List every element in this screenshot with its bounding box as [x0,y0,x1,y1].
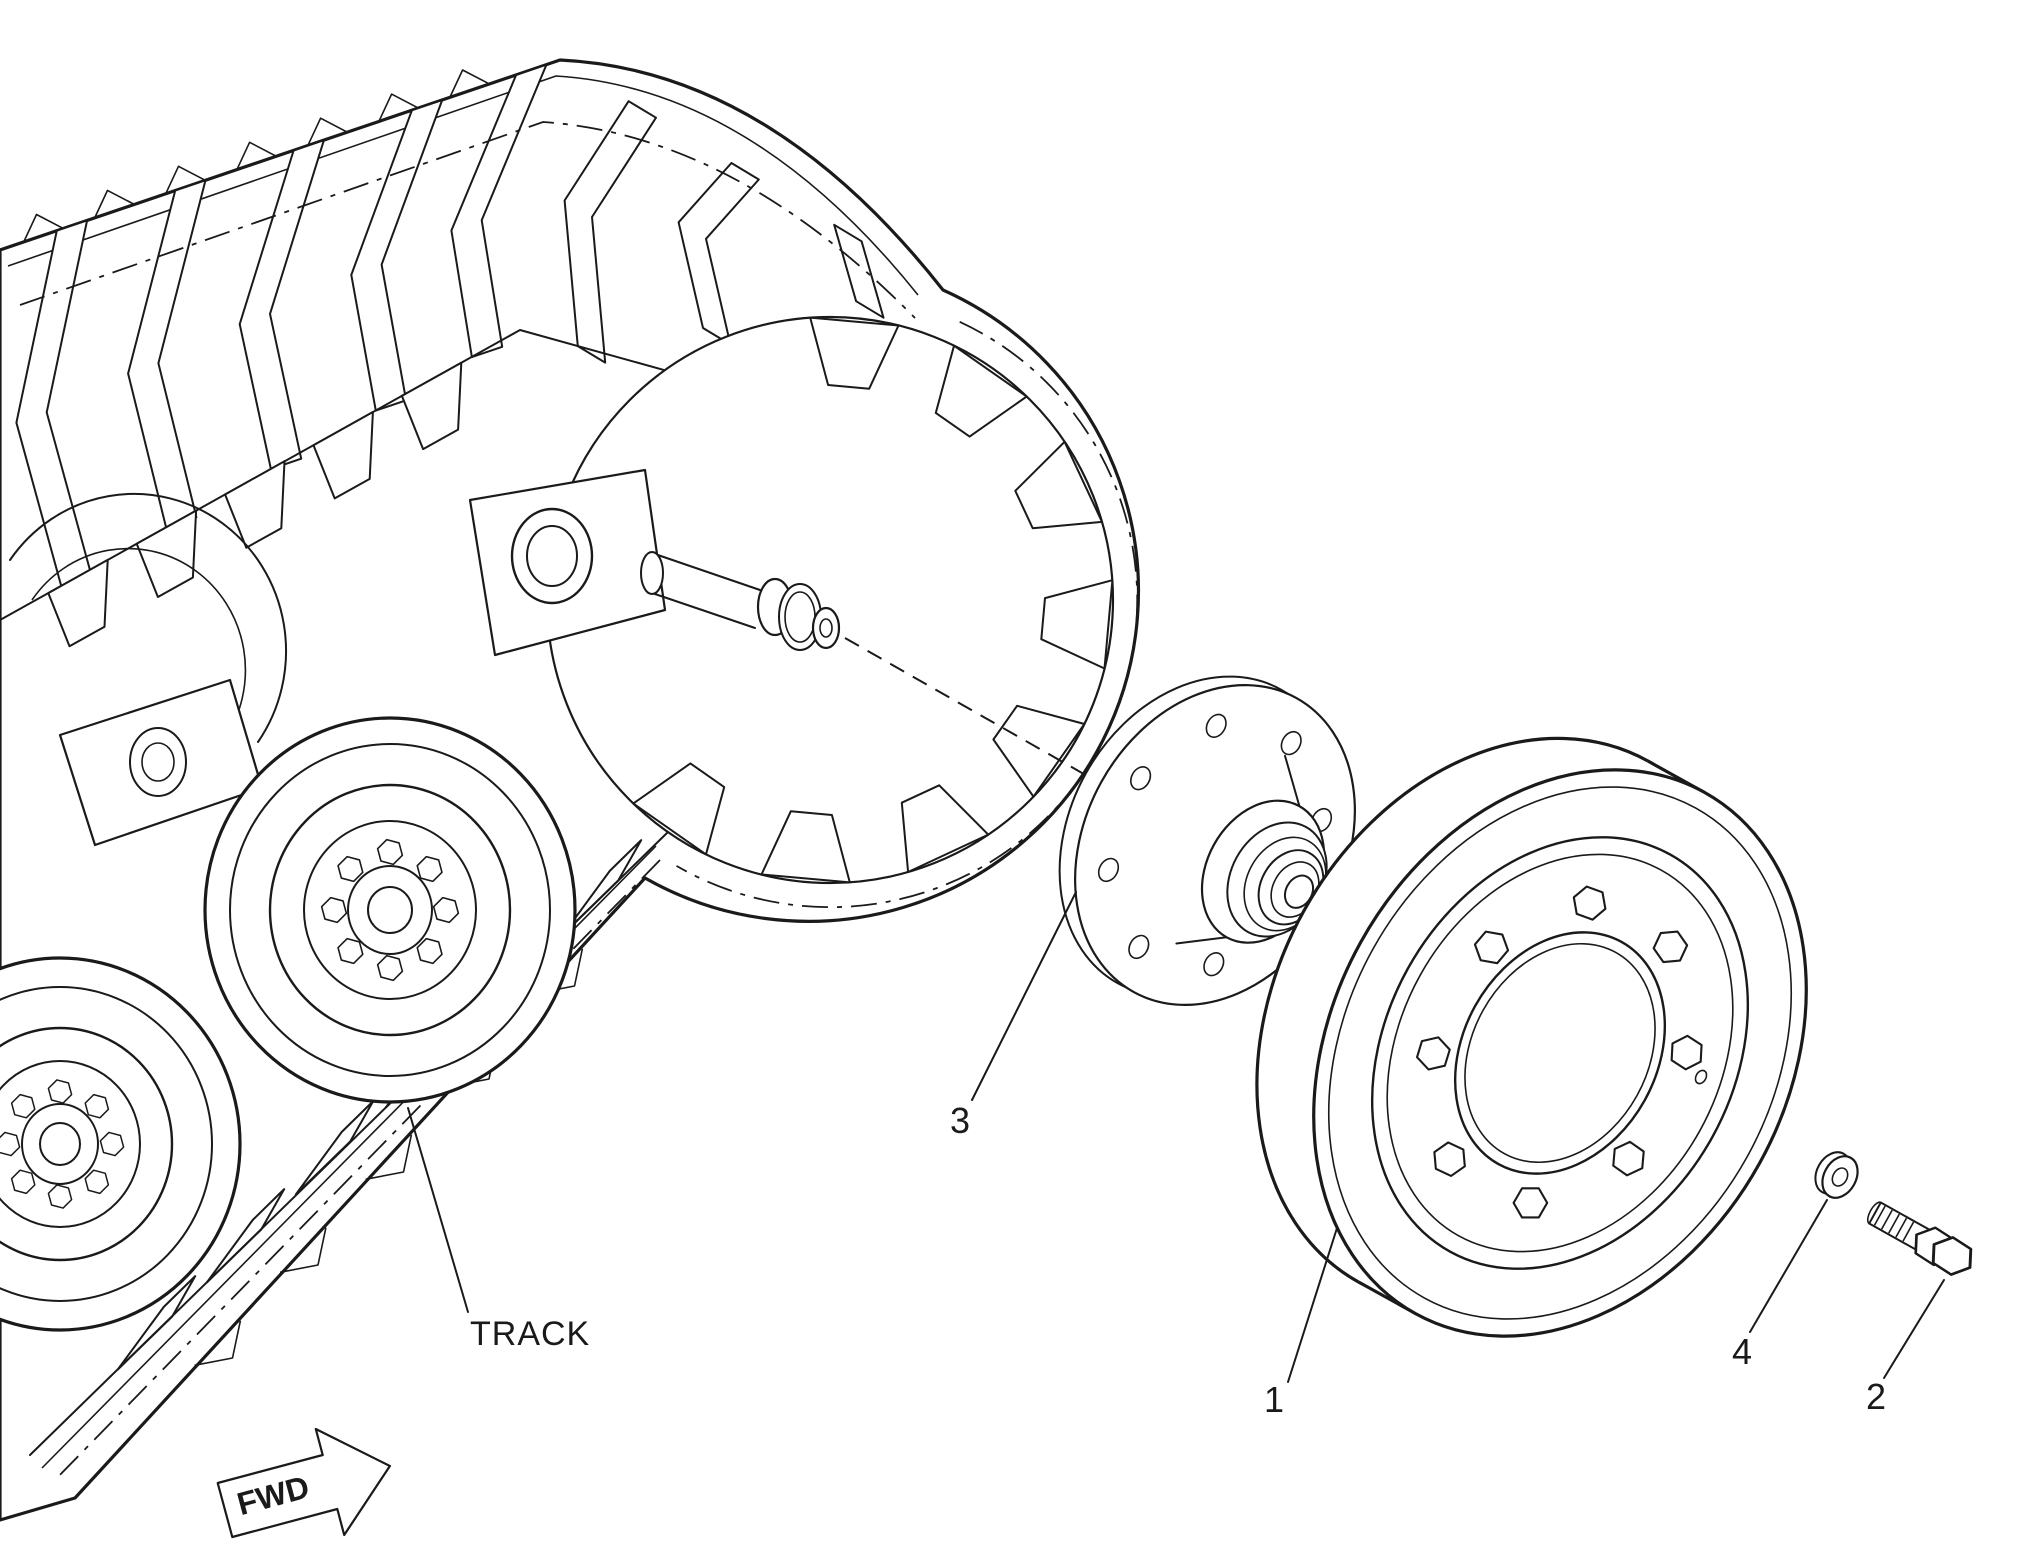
axis-dash-axle-to-hub [844,637,1141,807]
axle-stub-end [811,606,841,650]
track-radial-lugs [632,316,1114,884]
track-label: TRACK [470,1315,590,1353]
callout-3-label: 3 [950,1100,970,1141]
callout-1-label: 1 [1264,1379,1284,1420]
track-treads [15,63,885,587]
roller-center-boss [347,865,433,955]
fwd-arrow-outline [216,1427,391,1539]
hidden-roller-arc2 [31,547,247,741]
bolt-part [1866,1201,1980,1282]
track-top-edge-line [7,75,919,296]
mount-bracket-hole [129,727,187,797]
roller-wheel-bottom [0,956,242,1332]
axle-casting-bore-inner [526,525,578,587]
axle-shaft [640,551,841,651]
fwd-arrow: FWD [216,1427,391,1539]
washer-hole [1831,1167,1849,1187]
wheel-rim-edge [1370,836,1750,1270]
callout-2-label: 2 [1866,1376,1886,1417]
mount-bracket-hole-inner [141,742,175,782]
roller-wheel-left [203,716,577,1104]
hub-part [1058,675,1356,1006]
axle-casting [468,468,667,657]
track-leader [407,1107,469,1313]
callout-1-leader [1287,1227,1338,1383]
callout-2-leader [1883,1279,1945,1379]
track-top-inner-lugs [47,361,463,648]
callout-4-label: 4 [1732,1331,1752,1372]
washer-part [1814,1151,1859,1199]
wheel-tire-face [1312,768,1808,1338]
wheel-part [1255,736,1808,1338]
wheel-center-opening [1453,931,1667,1175]
roller-bore [367,886,413,934]
track-sawteeth [22,69,490,243]
callout-3-leader [971,891,1077,1101]
undercarriage-frame [9,468,841,847]
leader-lines [407,891,1945,1383]
hidden-roller-arc [9,492,288,743]
track-assembly [0,58,1141,1522]
wheel-rim-hole [1694,1069,1708,1085]
axle-casting-bore [510,507,594,605]
bolt-threads [1873,1205,1915,1242]
callout-4-leader [1749,1199,1828,1333]
track-centerlines [19,121,1139,1481]
